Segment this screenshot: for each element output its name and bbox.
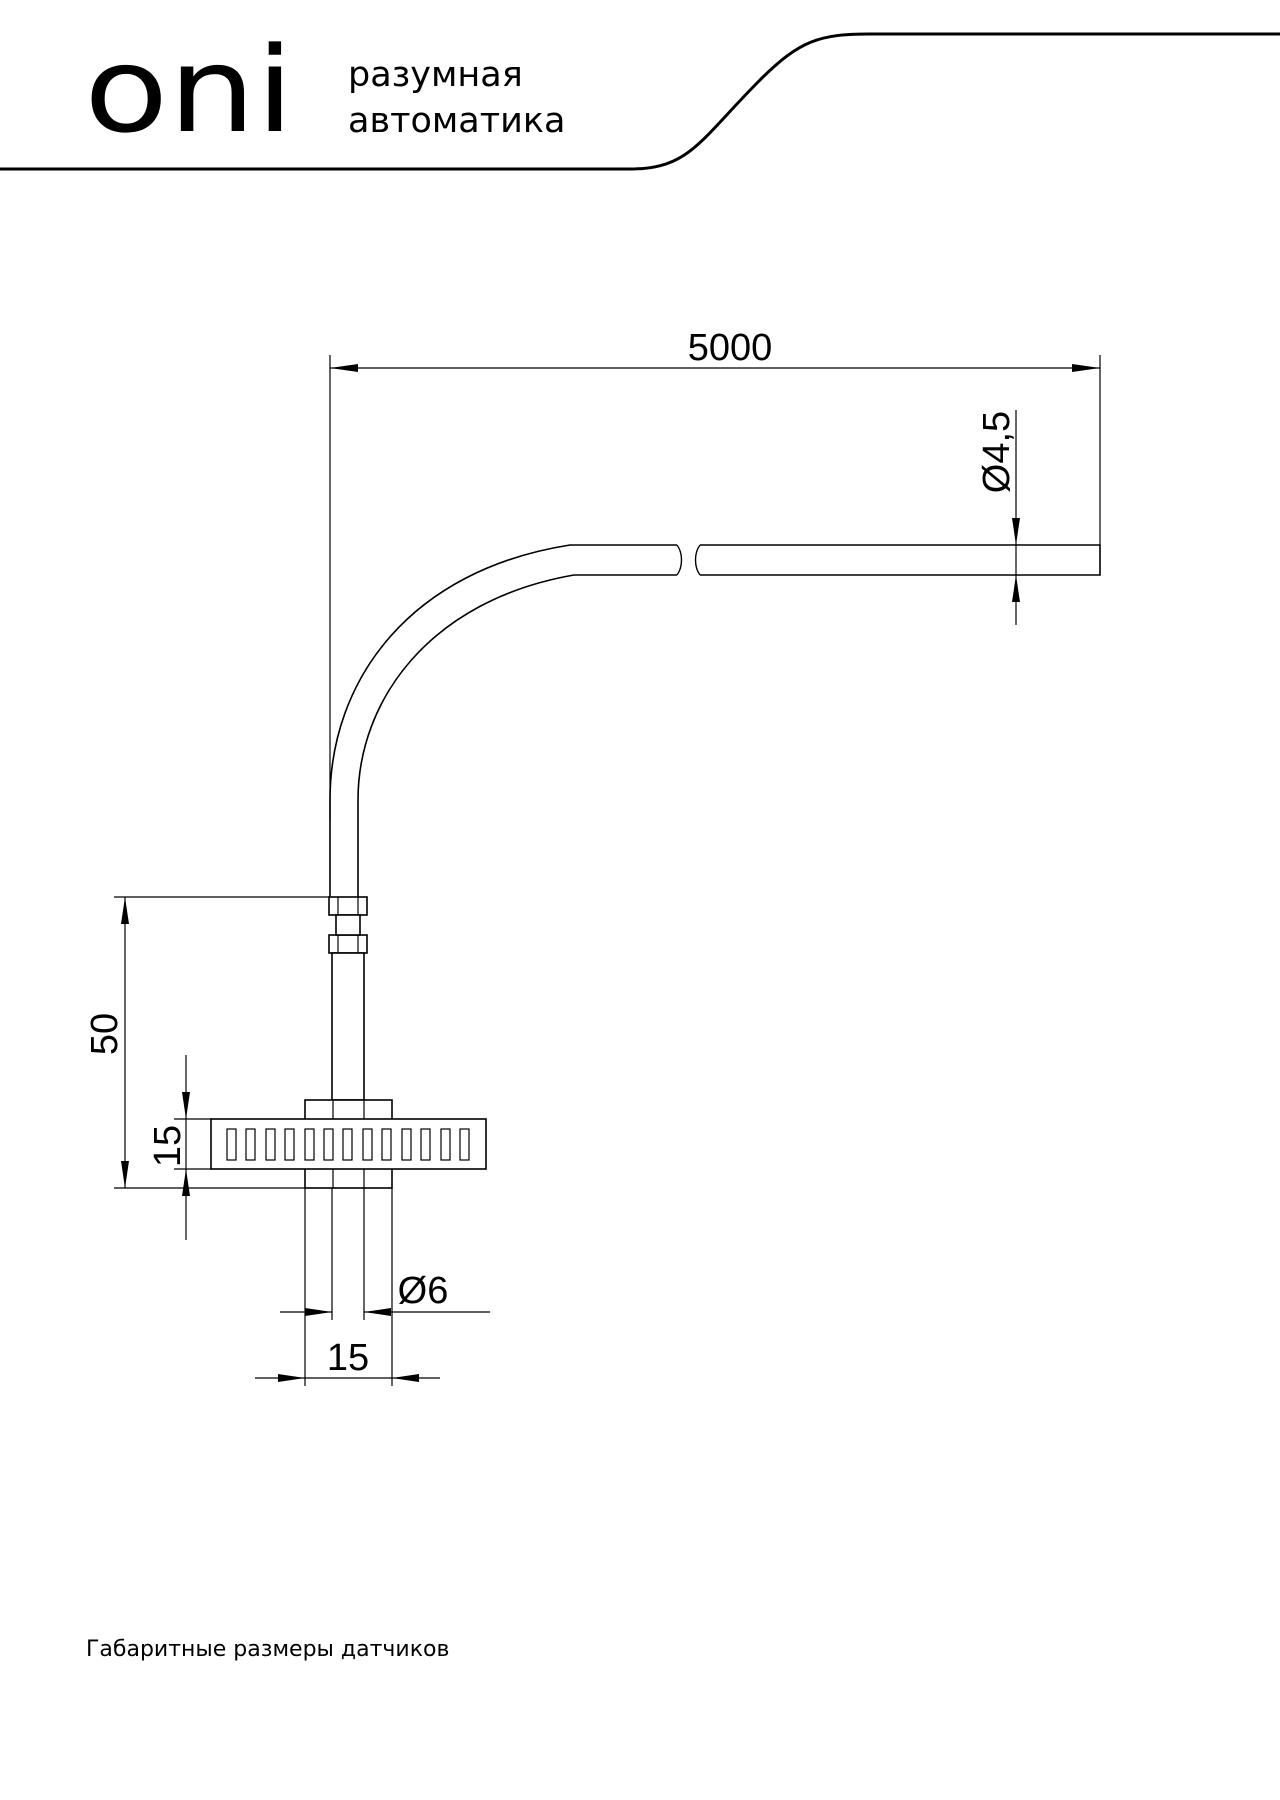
dimension-cable-length: 5000: [329, 327, 1101, 820]
dimension-flange-width: 15: [255, 1337, 440, 1382]
tagline-line-1: разумная: [348, 55, 523, 95]
dimension-label-d6: Ø6: [398, 1270, 449, 1312]
cable: [329, 544, 1101, 900]
cable-break-right: [694, 544, 701, 576]
dimension-label-50: 50: [84, 1013, 126, 1055]
cable-outer: [329, 544, 677, 900]
figure-caption: Габаритные размеры датчиков: [86, 1637, 450, 1662]
probe-connector-neck: [335, 914, 361, 936]
dimension-label-5000: 5000: [688, 327, 773, 369]
probe-ring-lower: [328, 934, 368, 954]
cable-straight-run: [700, 544, 1101, 576]
tagline-line-2: автоматика: [348, 101, 565, 141]
oni-logo: oni: [84, 21, 294, 159]
dimension-probe-diameter: Ø6: [280, 1270, 490, 1316]
dimension-label-15-vertical: 15: [147, 1125, 189, 1167]
dimension-probe-length: 50: [84, 896, 330, 1189]
probe: [210, 896, 487, 1189]
dimension-flange-thickness: 15: [147, 1055, 211, 1240]
header: oni разумная автоматика: [0, 21, 1280, 171]
probe-ring-upper: [328, 896, 368, 916]
dimension-label-15-horizontal: 15: [327, 1337, 369, 1379]
dimension-cable-diameter: Ø4,5: [976, 410, 1020, 625]
cable-break-left: [676, 544, 683, 576]
cable-inner: [357, 574, 677, 900]
flange-slots: [226, 1128, 470, 1161]
dimension-label-d4-5: Ø4,5: [976, 411, 1018, 493]
header-curve-line: [0, 32, 1280, 171]
probe-tube: [331, 952, 365, 1101]
dimension-extension-lines: [304, 1188, 393, 1386]
